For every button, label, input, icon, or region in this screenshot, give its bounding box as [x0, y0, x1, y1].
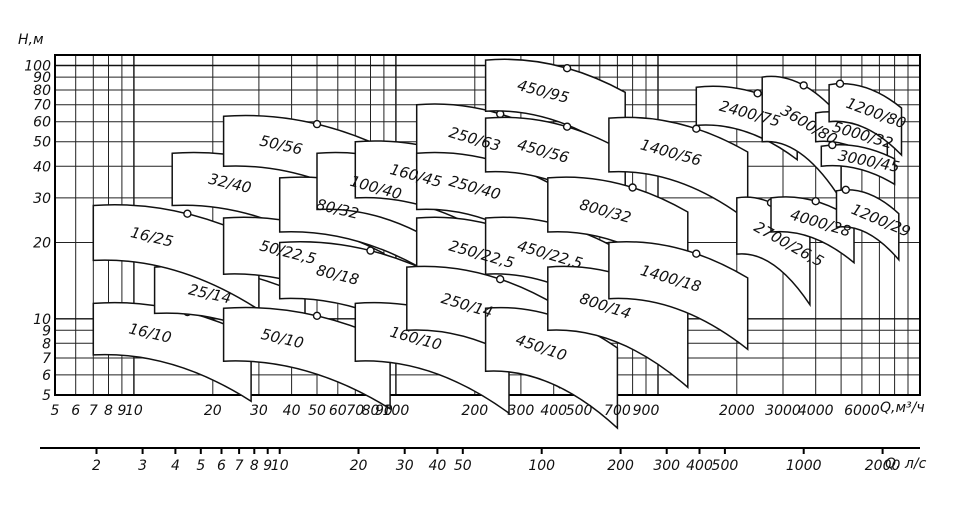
y-tick-label: 80 — [33, 83, 51, 99]
x2-tick-label: 30 — [396, 458, 414, 474]
nominal-point — [562, 63, 572, 73]
x2-tick-label: 3 — [138, 458, 147, 474]
nominal-point — [828, 140, 837, 150]
pump-field — [92, 301, 252, 403]
x2-tick-label: 40 — [428, 458, 446, 474]
nominal-point — [753, 89, 762, 98]
nominal-point — [841, 185, 850, 195]
nominal-point — [183, 209, 192, 218]
x2-tick-label: 50 — [454, 458, 472, 474]
x2-tick-label: 200 — [607, 458, 634, 474]
x-tick-label: 50 — [308, 403, 326, 419]
nominal-point — [312, 311, 322, 320]
nominal-point — [312, 119, 322, 129]
y-tick-label: 100 — [24, 59, 51, 75]
x-tick-label: 40 — [283, 403, 301, 419]
x2-tick-label: 1000 — [786, 458, 822, 474]
axes: H,м Q,м³/ч Q, л/с 5678910203040506070809… — [18, 32, 927, 474]
x-tick-label: 90 — [375, 403, 393, 419]
nominal-point — [692, 249, 701, 258]
x2-tick-label: 100 — [528, 458, 555, 474]
pump-field — [828, 83, 903, 157]
x-tick-label: 2000 — [719, 403, 755, 419]
y-tick-label: 10 — [33, 312, 51, 328]
x-tick-label: 6000 — [844, 403, 880, 419]
nominal-point — [496, 275, 505, 284]
x2-tick-label: 4 — [171, 458, 180, 474]
x-tick-label: 200 — [461, 403, 488, 419]
nominal-point — [799, 81, 808, 90]
y-axis-label: H,м — [18, 32, 44, 48]
nominal-point — [628, 183, 637, 192]
x-tick-label: 70 — [346, 403, 364, 419]
x2-tick-label: 400 — [686, 458, 713, 474]
x-tick-label: 4000 — [798, 403, 834, 419]
x-tick-label: 80 — [362, 403, 380, 419]
x2-tick-label: 20 — [350, 458, 368, 474]
y-tick-label: 7 — [42, 351, 51, 367]
x-tick-label: 6 — [71, 403, 80, 419]
pump-field — [484, 306, 619, 430]
x-tick-label: 30 — [250, 403, 268, 419]
x2-tick-label: 2 — [92, 458, 101, 474]
x2-tick-label: 6 — [217, 458, 226, 474]
pump-field — [222, 306, 391, 411]
x-tick-label: 700 — [604, 403, 631, 419]
x2-tick-label: 2000 — [865, 458, 901, 474]
x2-tick-label: 5 — [196, 458, 205, 474]
y-tick-label: 8 — [42, 336, 51, 352]
y-tick-label: 9 — [42, 323, 51, 339]
x2-tick-label: 10 — [271, 458, 289, 474]
x-tick-label: 400 — [540, 403, 567, 419]
pump-fields — [92, 58, 903, 430]
pump-field — [835, 189, 900, 262]
x-tick-label: 3000 — [765, 403, 801, 419]
nominal-point — [811, 196, 820, 206]
y-tick-label: 60 — [33, 115, 51, 131]
y-tick-label: 70 — [33, 98, 51, 114]
x-tick-label: 7 — [89, 403, 98, 419]
x-tick-label: 10 — [125, 403, 143, 419]
x-tick-label: 20 — [204, 403, 222, 419]
x2-tick-label: 9 — [263, 458, 272, 474]
y-tick-label: 5 — [42, 388, 51, 404]
x2-tick-label: 8 — [250, 458, 259, 474]
pump-field — [820, 144, 896, 186]
y-tick-label: 40 — [33, 159, 51, 175]
x2-tick-label: 300 — [653, 458, 680, 474]
x-tick-label: 300 — [508, 403, 535, 419]
y-tick-label: 90 — [33, 70, 51, 86]
pump-field — [770, 196, 855, 265]
y-tick-label: 6 — [42, 368, 51, 384]
x-tick-label: 8 — [104, 403, 113, 419]
nominal-point — [692, 124, 701, 133]
y-tick-label: 30 — [33, 191, 51, 207]
y-tick-label: 20 — [33, 236, 51, 252]
x-tick-label: 100 — [383, 403, 410, 419]
x-tick-label: 9 — [117, 403, 126, 419]
x-tick-label: 500 — [566, 403, 593, 419]
x2-tick-label: 500 — [712, 458, 739, 474]
x-axis-label: Q,м³/ч — [880, 400, 925, 416]
x2-axis-label: Q, л/с — [885, 456, 927, 472]
x2-tick-label: 7 — [235, 458, 244, 474]
x-tick-label: 900 — [633, 403, 660, 419]
nominal-point — [835, 79, 845, 88]
nominal-point — [366, 246, 375, 255]
pump-field — [608, 241, 749, 351]
x-tick-label: 5 — [51, 403, 60, 419]
x-tick-label: 60 — [329, 403, 347, 419]
nominal-point — [562, 122, 572, 131]
y-tick-label: 50 — [33, 135, 51, 151]
